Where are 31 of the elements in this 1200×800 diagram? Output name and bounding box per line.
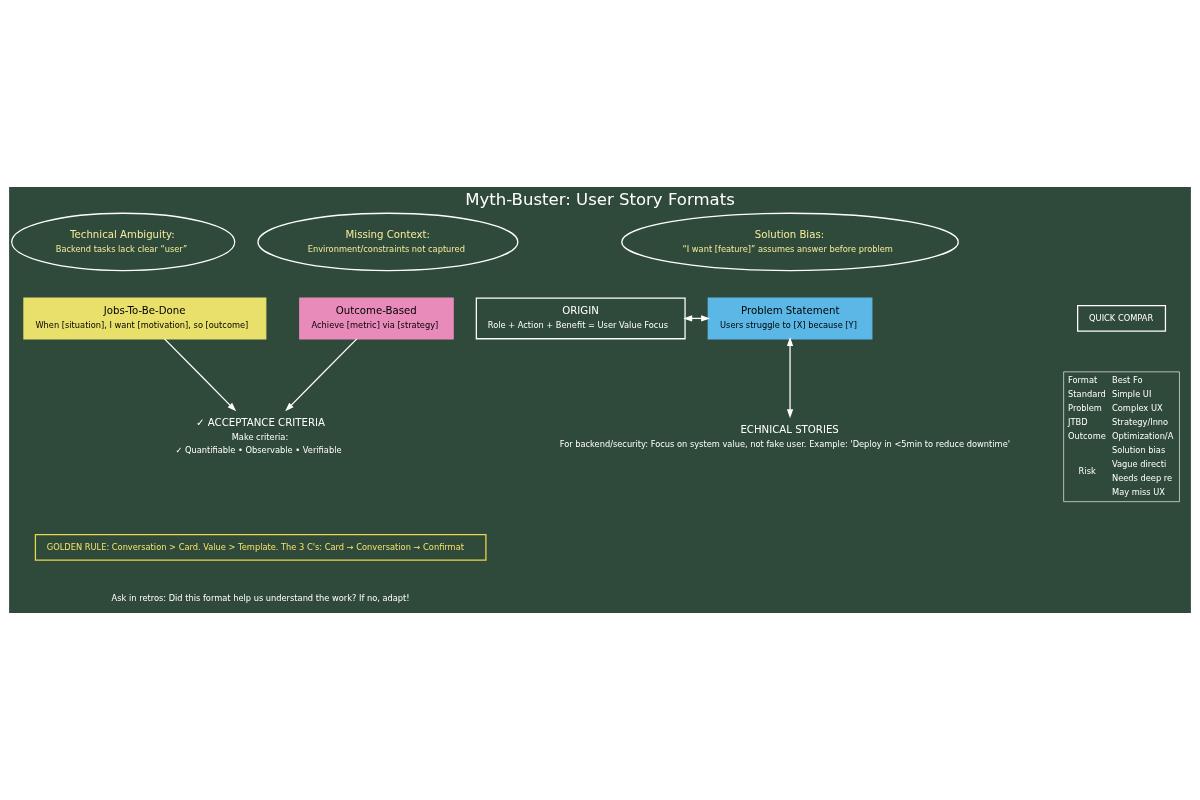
label: Needs deep re bbox=[1112, 472, 1173, 483]
node-box: Jobs-To-Be-Done When [situation], I want [motivation], so [outcome] bbox=[23, 297, 267, 340]
label: Optimization/A bbox=[1112, 430, 1174, 441]
label: Risk bbox=[1078, 465, 1096, 476]
label: Problem bbox=[1068, 402, 1102, 413]
caption: Ask in retros: Did this format help us understand the work? If no, adapt! bbox=[111, 593, 410, 604]
label: Best Fo bbox=[1112, 374, 1143, 385]
label: Outcome bbox=[1068, 430, 1106, 441]
node-text: ECHNICAL STORIES For backend/security: Focus on system value, not fake user. Example: 'Deploy in <5min to reduce downtime' bbox=[559, 423, 1011, 449]
node-box: GOLDEN RULE: Conversation > Card. Value > Template. The 3 C's: Card → Conversation → Confirmat bbox=[34, 534, 487, 561]
node-ellipse: Solution Bias: “I want [feature]” assumes answer before problem bbox=[621, 212, 959, 272]
arrow bbox=[285, 338, 358, 412]
arrow bbox=[163, 338, 237, 412]
label: Solution bias bbox=[1112, 444, 1166, 455]
node-text: ✓ ACCEPTANCE CRITERIA Make criteria: ✓ Quantifiable • Observable • Verifiable bbox=[175, 417, 342, 455]
node-box: ORIGIN Role + Action + Benefit = User Value Focus bbox=[475, 297, 686, 340]
node-ellipse: Missing Context: Environment/constraints not captured bbox=[257, 212, 519, 272]
label: May miss UX bbox=[1112, 486, 1166, 497]
label: Format bbox=[1068, 374, 1098, 385]
label: Strategy/Inno bbox=[1112, 416, 1169, 427]
label: Complex UX bbox=[1112, 402, 1163, 413]
diagram-title: Myth-Buster: User Story Formats bbox=[465, 190, 735, 210]
label: JTBD bbox=[1068, 416, 1088, 427]
node-box: Problem Statement Users struggle to [X] because [Y] bbox=[707, 297, 873, 340]
node-box: QUICK COMPAR bbox=[1077, 305, 1167, 332]
node-box: Outcome-Based Achieve [metric] via [strategy] bbox=[299, 297, 454, 340]
node-ellipse: Technical Ambiguity: Backend tasks lack clear “user” bbox=[11, 212, 236, 272]
label: Vague directi bbox=[1112, 458, 1167, 469]
arrow bbox=[786, 336, 794, 419]
label: Standard bbox=[1068, 388, 1106, 399]
label: Simple UI bbox=[1112, 388, 1152, 399]
